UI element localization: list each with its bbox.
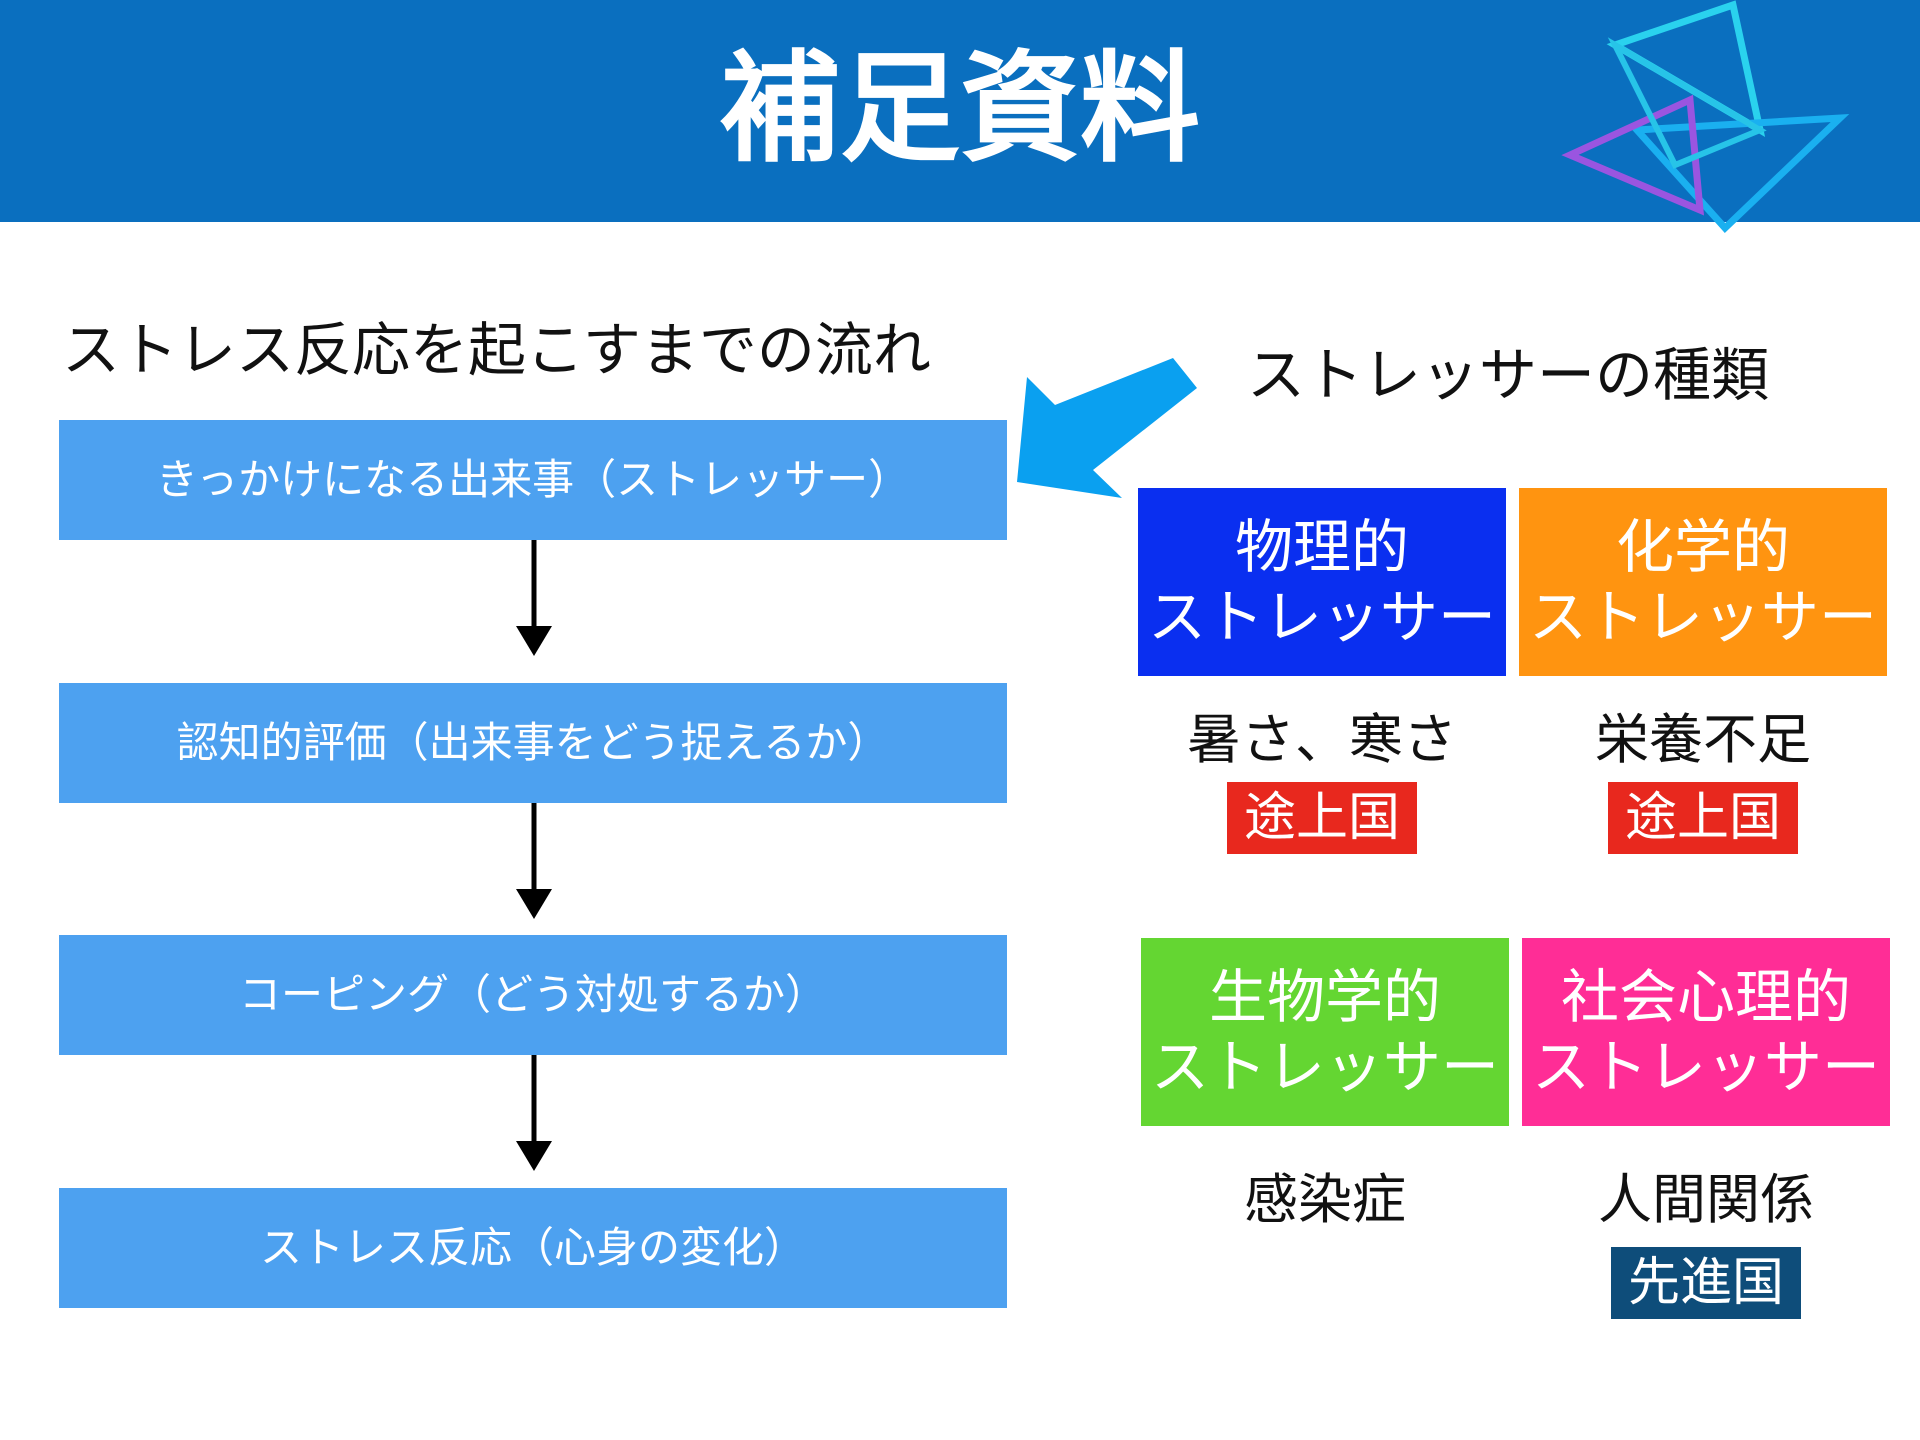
down-arrow-icon bbox=[516, 803, 552, 919]
social-psychological-example: 人間関係 bbox=[1598, 1168, 1814, 1231]
header-bar: 補足資料 bbox=[0, 0, 1920, 234]
pointer-arrow-icon bbox=[1017, 358, 1197, 498]
chemical-stressor-box: 化学的 ストレッサー bbox=[1519, 488, 1887, 676]
page-title: 補足資料 bbox=[720, 40, 1200, 179]
flow-step-trigger: きっかけになる出来事（ストレッサー） bbox=[59, 420, 1007, 540]
region-badge: 途上国 bbox=[1227, 782, 1417, 854]
stressor-type-label: 物理的 bbox=[1234, 513, 1409, 581]
stressor-type-label: ストレッサー bbox=[1528, 583, 1877, 651]
stressor-type-label: ストレッサー bbox=[1531, 1033, 1880, 1101]
types-heading: ストレッサーの種類 bbox=[1247, 341, 1770, 409]
biological-stressor-box: 生物学的 ストレッサー bbox=[1141, 938, 1509, 1126]
flow-step-coping: コーピング（どう対処するか） bbox=[59, 935, 1007, 1055]
physical-example: 暑さ、寒さ bbox=[1187, 708, 1457, 771]
region-badge: 途上国 bbox=[1608, 782, 1798, 854]
stressor-type-label: 化学的 bbox=[1615, 513, 1790, 581]
flow-heading: ストレス反応を起こすまでの流れ bbox=[62, 316, 931, 384]
chemical-example: 栄養不足 bbox=[1595, 708, 1811, 771]
region-badge: 先進国 bbox=[1611, 1247, 1801, 1319]
flow-step-response: ストレス反応（心身の変化） bbox=[59, 1188, 1007, 1308]
down-arrow-icon bbox=[516, 1055, 552, 1171]
stressor-type-label: ストレッサー bbox=[1150, 1033, 1499, 1101]
stressor-type-label: 生物学的 bbox=[1208, 963, 1441, 1031]
flow-step-appraisal: 認知的評価（出来事をどう捉えるか） bbox=[59, 683, 1007, 803]
down-arrow-icon bbox=[516, 540, 552, 656]
biological-example: 感染症 bbox=[1244, 1168, 1406, 1231]
triangles-decoration-icon bbox=[1561, 0, 1850, 234]
stressor-type-label: 社会心理的 bbox=[1560, 963, 1851, 1031]
physical-stressor-box: 物理的 ストレッサー bbox=[1138, 488, 1506, 676]
social-psychological-stressor-box: 社会心理的 ストレッサー bbox=[1522, 938, 1890, 1126]
stressor-type-label: ストレッサー bbox=[1147, 583, 1496, 651]
